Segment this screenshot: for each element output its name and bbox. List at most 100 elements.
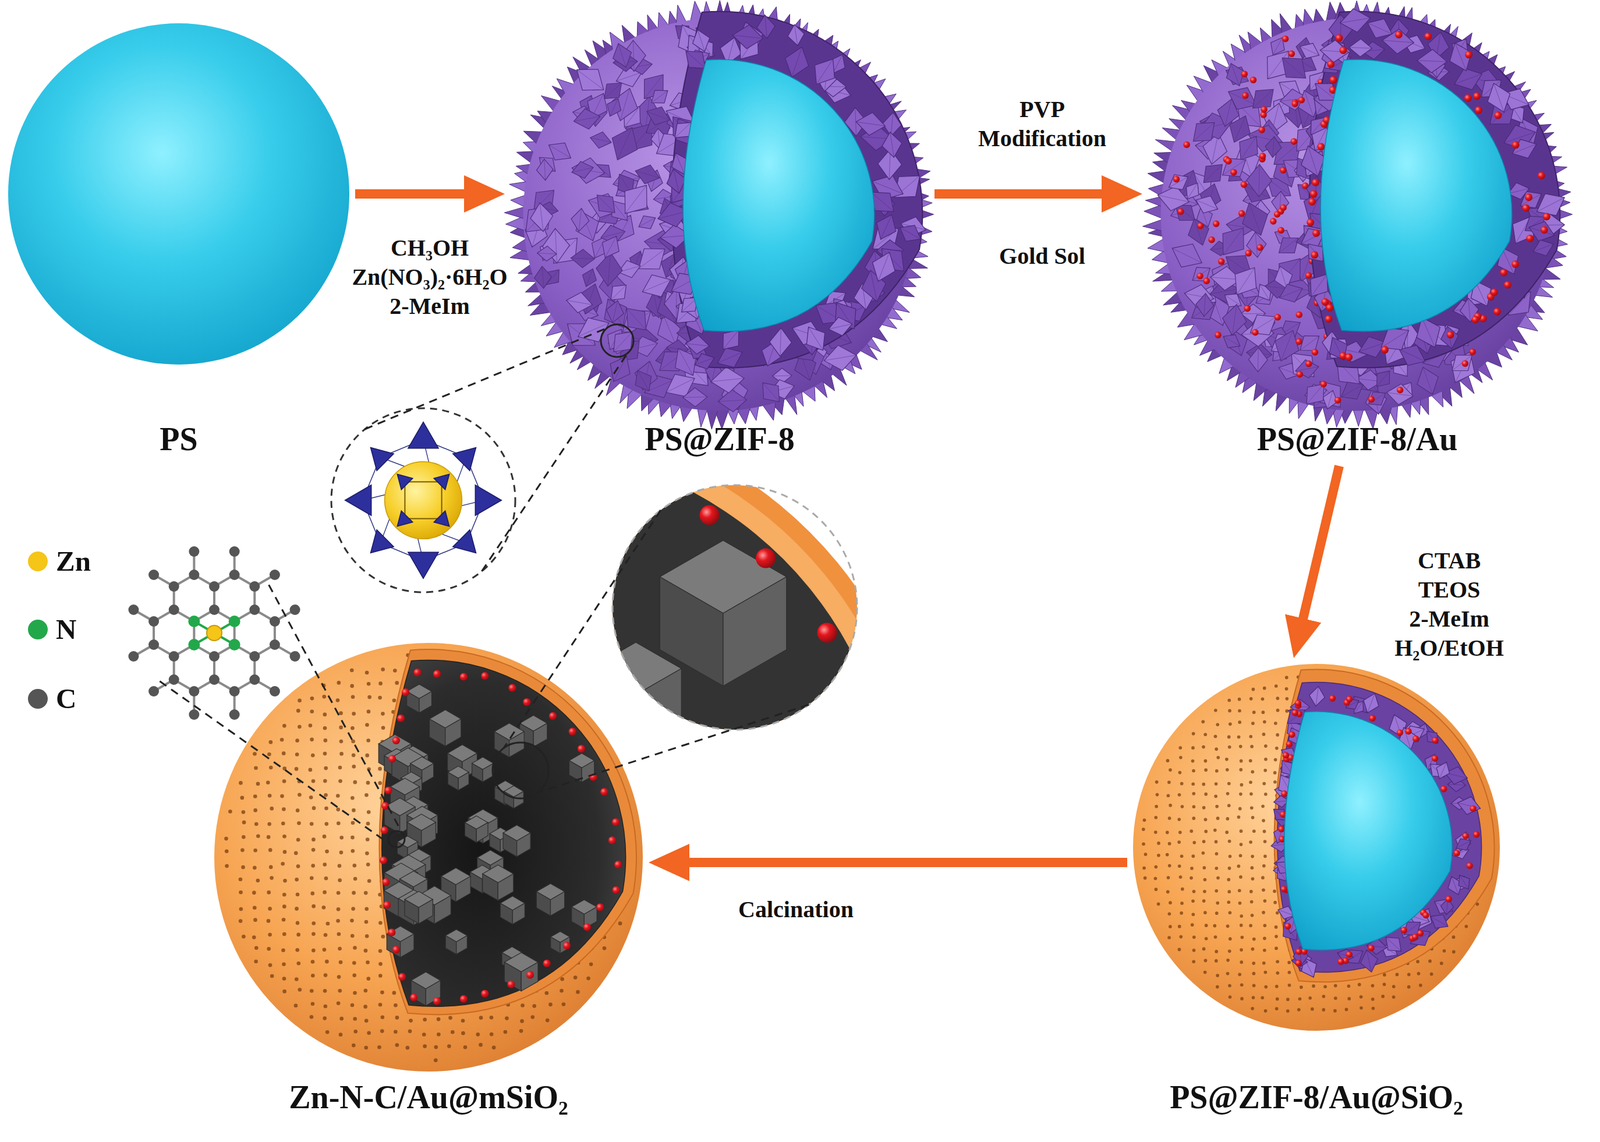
illustration-part [148, 685, 159, 697]
illustration-part [1280, 330, 1293, 361]
illustration-part [1341, 381, 1364, 399]
illustration-part [566, 292, 593, 313]
illustration-part [666, 378, 695, 393]
illustration-part [1311, 348, 1319, 356]
illustration-part [1334, 396, 1341, 403]
illustration-part [289, 604, 301, 615]
illustration-part [1279, 237, 1299, 253]
illustration-part [1195, 196, 1219, 214]
illustration-part [544, 158, 546, 180]
illustration-part [534, 266, 552, 289]
illustration-part [817, 622, 838, 643]
illustration-part [604, 82, 622, 99]
illustration-part [1246, 164, 1272, 197]
illustration-part [791, 47, 802, 78]
illustration-part [604, 82, 622, 99]
illustration-part [249, 604, 260, 615]
sphere-illustration [1148, 5, 1567, 424]
illustration-part [651, 90, 668, 104]
illustration-part [549, 144, 572, 158]
illustration-part [228, 638, 241, 651]
illustration-part [1218, 257, 1225, 265]
illustration-part [717, 400, 747, 402]
illustration-part [1305, 271, 1312, 279]
illustration-part [1282, 58, 1306, 79]
illustration-part [717, 389, 747, 412]
illustration-part [571, 161, 594, 179]
illustration-part [384, 461, 463, 540]
illustration-part [607, 252, 611, 287]
illustration-part [635, 370, 651, 391]
illustration-part [596, 195, 615, 213]
illustration-part [578, 322, 610, 337]
illustration-part [1240, 181, 1248, 188]
illustration-part [573, 116, 600, 122]
illustration-part [604, 236, 617, 258]
illustration-part [1304, 90, 1314, 118]
illustration-part [1300, 335, 1320, 350]
illustration-part [1295, 338, 1302, 345]
illustration-part [148, 616, 159, 627]
illustration-part [1193, 122, 1215, 142]
illustration-part [549, 142, 572, 161]
illustration-part [577, 69, 604, 91]
illustration-part [249, 650, 260, 662]
illustration-part [685, 51, 706, 69]
illustration-part [1236, 267, 1255, 296]
illustration-part [1224, 294, 1242, 307]
illustration-part [128, 546, 300, 720]
illustration-part [653, 292, 659, 318]
illustration-part [209, 604, 220, 615]
illustration-part [900, 225, 921, 242]
illustration-part [249, 581, 260, 592]
illustration-part [1225, 157, 1232, 165]
illustration-part [1368, 391, 1386, 406]
illustration-part [755, 548, 776, 569]
illustration-part [228, 615, 241, 628]
illustration-part [872, 252, 896, 282]
illustration-part [765, 15, 768, 39]
illustration-part [1290, 137, 1298, 145]
illustration-part [699, 504, 720, 525]
illustration-part [613, 331, 633, 352]
illustration-part [1288, 50, 1295, 58]
illustration-part [1183, 141, 1190, 148]
illustration-part [1223, 227, 1244, 255]
illustration-part [659, 577, 724, 687]
sphere-illustration [510, 5, 929, 424]
reaction-arrow [934, 189, 1107, 199]
illustration-part [188, 638, 200, 651]
illustration-part [1257, 347, 1259, 373]
illustration-part [1468, 348, 1476, 355]
illustration-part [537, 253, 557, 255]
illustration-part [555, 228, 558, 264]
illustration-part [578, 317, 610, 342]
illustration-part [1175, 205, 1195, 221]
illustration-part [1234, 267, 1256, 296]
illustration-part [433, 473, 450, 490]
reaction-arrow [355, 189, 469, 199]
illustration-part [1230, 168, 1237, 176]
illustration-part [1275, 330, 1299, 361]
illustration-part [397, 510, 413, 527]
illustration-part [404, 481, 442, 519]
illustration-part [882, 132, 902, 158]
illustration-part [1306, 383, 1325, 405]
illustration-part [582, 268, 597, 287]
illustration-part [229, 709, 240, 720]
illustration-part [880, 214, 892, 240]
illustration-part [1272, 37, 1283, 55]
illustration-part [209, 650, 220, 662]
illustration-part [1222, 304, 1247, 336]
illustration-part [1299, 46, 1319, 56]
illustration-part [1212, 220, 1220, 228]
illustration-part [787, 24, 805, 46]
illustration-part [433, 510, 450, 527]
illustration-part [269, 616, 281, 627]
illustration-part [1296, 311, 1303, 318]
illustration-part [1204, 293, 1206, 317]
illustration-part [900, 227, 921, 239]
illustration-part [1169, 174, 1189, 190]
illustration-part [878, 252, 890, 282]
